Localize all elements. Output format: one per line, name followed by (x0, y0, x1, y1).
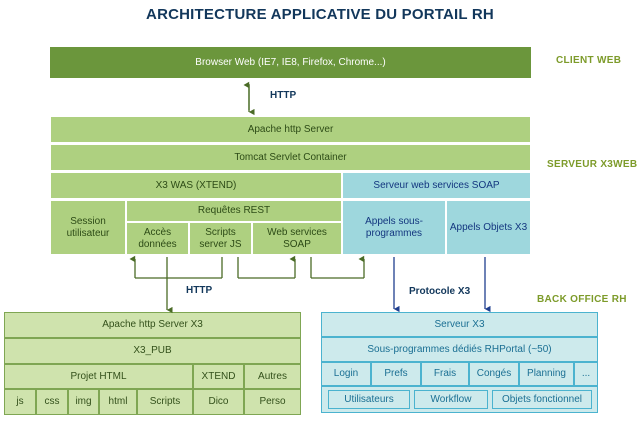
link-label-protocole-x3: Protocole X3 (409, 286, 471, 297)
rest-cell-acces-donnees[interactable]: Accès données (126, 222, 189, 255)
page-title: ARCHITECTURE APPLICATIVE DU PORTAIL RH (146, 6, 494, 23)
leaf-dico[interactable]: Dico (193, 389, 244, 415)
module-frais[interactable]: Frais (421, 362, 469, 386)
x3-was-xtend-box[interactable]: X3 WAS (XTEND) (50, 172, 342, 199)
projet-html-box[interactable]: Projet HTML (4, 364, 193, 389)
leaf-img[interactable]: img (68, 389, 99, 415)
leaf-js[interactable]: js (4, 389, 36, 415)
apache-http-server-box[interactable]: Apache http Server (50, 116, 531, 143)
rest-cell-scripts-server-js[interactable]: Scripts server JS (189, 222, 252, 255)
module-prefs[interactable]: Prefs (371, 362, 421, 386)
section-label-client-web: CLIENT WEB (556, 55, 622, 66)
autres-box[interactable]: Autres (244, 364, 301, 389)
leaf-perso[interactable]: Perso (244, 389, 301, 415)
browser-web-box[interactable]: Browser Web (IE7, IE8, Firefox, Chrome..… (50, 47, 531, 78)
serveur-x3-box[interactable]: Serveur X3 (321, 312, 598, 337)
rest-cell-web-services-soap[interactable]: Web services SOAP (252, 222, 342, 255)
pill-workflow[interactable]: Workflow (414, 390, 488, 409)
x3-pub-box[interactable]: X3_PUB (4, 338, 301, 364)
pill-objets-fonctionnel[interactable]: Objets fonctionnel (492, 390, 592, 409)
leaf-scripts[interactable]: Scripts (137, 389, 193, 415)
pill-utilisateurs[interactable]: Utilisateurs (328, 390, 410, 409)
section-label-serveur-x3web: SERVEUR X3WEB (547, 159, 638, 170)
section-label-back-office-rh: BACK OFFICE RH (537, 294, 627, 305)
sous-programmes-dedies-box[interactable]: Sous-programmes dédiés RHPortal (~50) (321, 337, 598, 362)
leaf-html[interactable]: html (99, 389, 137, 415)
xtend-box[interactable]: XTEND (193, 364, 244, 389)
link-label-http-top: HTTP (270, 90, 297, 101)
link-label-http-bottom: HTTP (186, 285, 213, 296)
apache-http-server-x3-box[interactable]: Apache http Server X3 (4, 312, 301, 338)
session-utilisateur-box[interactable]: Session utilisateur (50, 200, 126, 255)
module-conges[interactable]: Congés (469, 362, 519, 386)
tomcat-servlet-container-box[interactable]: Tomcat Servlet Container (50, 144, 531, 171)
requetes-rest-box[interactable]: Requêtes REST (126, 200, 342, 222)
module-planning[interactable]: Planning (519, 362, 574, 386)
appels-sous-programmes-box[interactable]: Appels sous-programmes (342, 200, 446, 255)
serveur-web-services-soap-box[interactable]: Serveur web services SOAP (342, 172, 531, 199)
leaf-css[interactable]: css (36, 389, 68, 415)
module-login[interactable]: Login (321, 362, 371, 386)
appels-objets-x3-box[interactable]: Appels Objets X3 (446, 200, 531, 255)
module-more[interactable]: ... (574, 362, 598, 386)
